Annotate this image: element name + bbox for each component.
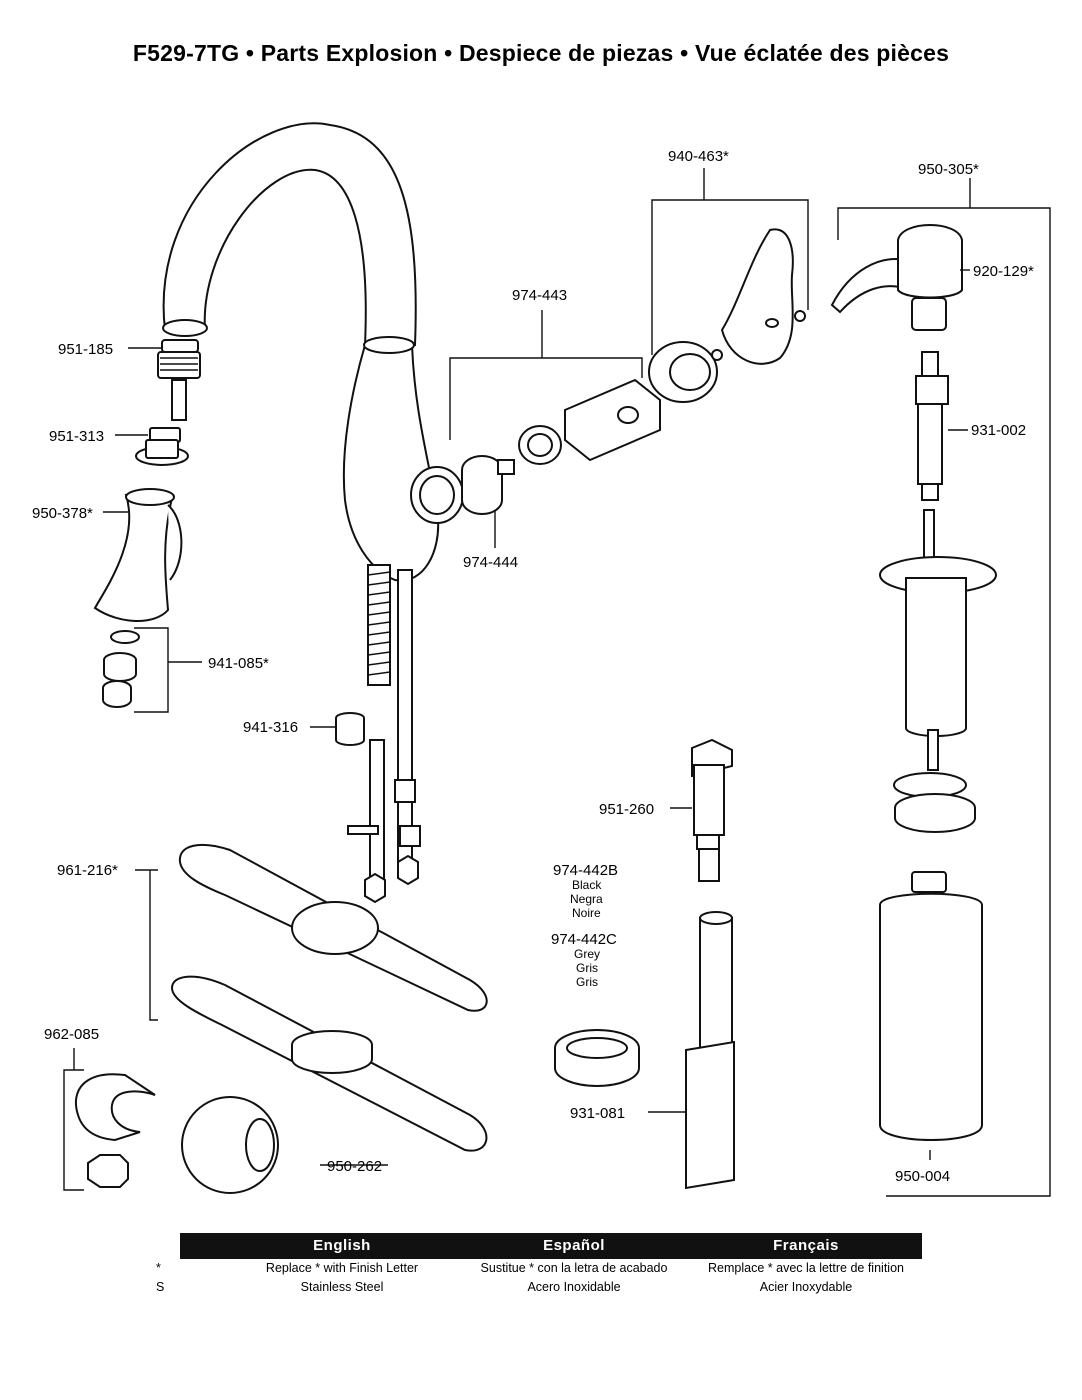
label-974-442c-color-es: Gris [576,961,598,975]
label-920-129: 920-129* [973,263,1034,280]
label-974-444: 974-444 [463,554,518,571]
label-941-085: 941-085* [208,655,269,672]
label-974-442c-color-fr: Gris [576,975,598,989]
parts-diagram: 951-185 951-313 950-378* 941-085* 941-31… [32,122,1051,1197]
label-950-004: 950-004 [895,1168,950,1185]
legend-fr: Remplace * avec la lettre de finition [708,1261,904,1275]
label-974-442b-color-fr: Noire [572,906,601,920]
label-941-316: 941-316 [243,719,298,736]
label-940-463: 940-463* [668,148,729,165]
deck-plate-parts [74,843,488,1194]
label-950-305: 950-305* [918,161,979,178]
soap-dispenser-parts [830,224,998,1141]
label-951-185: 951-185 [58,341,113,358]
label-974-442b-color-es: Negra [570,892,603,906]
diverter-parts [554,738,735,1190]
legend-key: * [156,1261,161,1275]
label-974-442b-color-en: Black [572,878,602,892]
label-951-313: 951-313 [49,428,104,445]
legend-header-espanol: Español [543,1237,605,1254]
legend-es: Acero Inoxidable [527,1280,621,1294]
label-951-260: 951-260 [599,801,654,818]
legend-header-key [156,1233,202,1259]
legend-header: English Español Français [180,1233,922,1259]
label-950-378: 950-378* [32,505,93,522]
label-974-442b: 974-442B [553,862,618,879]
label-950-262: 950-262 [327,1158,382,1175]
label-961-216: 961-216* [57,862,118,879]
label-931-002: 931-002 [971,422,1026,439]
leader-lines [63,168,1051,1197]
legend-key: S [156,1280,165,1294]
legend-header-english: English [313,1237,371,1254]
label-962-085: 962-085 [44,1026,99,1043]
legend-row: S Stainless Steel Acero Inoxidable Acier… [156,1278,922,1297]
legend-header-francais: Français [773,1237,839,1254]
legend-es: Sustitue * con la letra de acabado [480,1261,668,1275]
faucet-spout [162,122,464,904]
label-974-442c-color-en: Grey [574,947,600,961]
legend-table: English Español Français * Replace * wit… [156,1233,922,1297]
valve-handle-parts [461,228,806,515]
legend-en: Stainless Steel [300,1280,384,1294]
legend-row: * Replace * with Finish Letter Sustitue … [156,1259,922,1278]
label-974-443: 974-443 [512,287,567,304]
sprayhead-parts [93,339,365,746]
legend-en: Replace * with Finish Letter [265,1261,419,1275]
label-974-442c: 974-442C [551,931,617,948]
label-931-081: 931-081 [570,1105,625,1122]
legend-fr: Acier Inoxydable [759,1280,853,1294]
page-title: F529-7TG • Parts Explosion • Despiece de… [132,40,950,66]
